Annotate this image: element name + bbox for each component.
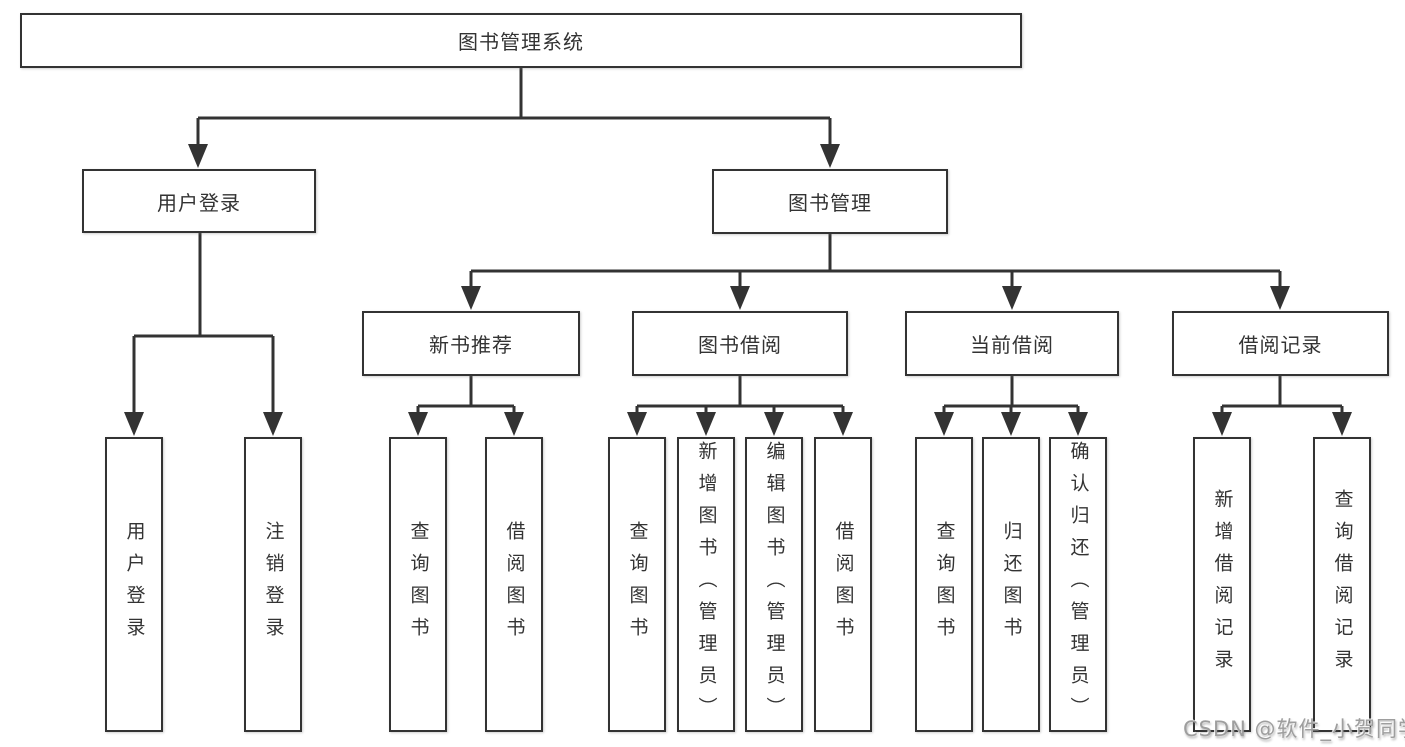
csdn-watermark: CSDN @软件_小贺同学 xyxy=(1183,717,1405,741)
node-label: 新书推荐 xyxy=(429,333,513,357)
node-current-borrowing: 当前借阅 xyxy=(905,311,1119,376)
node-leaf-query-borrow-record: 查询借阅记录 xyxy=(1313,437,1371,732)
connector-book-borrowing-to-leaves xyxy=(627,376,853,436)
arrowhead-icon xyxy=(1270,286,1290,310)
arrowhead-icon xyxy=(833,412,853,436)
arrowhead-icon xyxy=(504,412,524,436)
arrowhead-icon xyxy=(934,412,954,436)
connector-user-login-to-leaves xyxy=(124,233,283,436)
node-label: 确认归还（管理员） xyxy=(1067,440,1090,729)
node-leaf-confirm-return-admin: 确认归还（管理员） xyxy=(1049,437,1107,732)
node-user-login: 用户登录 xyxy=(82,169,316,233)
node-label: 借阅图书 xyxy=(832,520,855,649)
node-book-borrowing: 图书借阅 xyxy=(632,311,848,376)
node-label: 注销登录 xyxy=(262,520,285,649)
node-label: 查询图书 xyxy=(933,520,956,649)
node-label: 图书管理系统 xyxy=(458,30,584,54)
arrowhead-icon xyxy=(1002,286,1022,310)
node-label: 借阅记录 xyxy=(1238,333,1323,357)
arrowhead-icon xyxy=(1332,412,1352,436)
arrowhead-icon xyxy=(627,412,647,436)
node-label: 图书管理 xyxy=(788,191,872,215)
arrowhead-icon xyxy=(1068,412,1088,436)
node-leaf-add-borrow-record: 新增借阅记录 xyxy=(1193,437,1251,732)
node-borrowing-records: 借阅记录 xyxy=(1172,311,1389,376)
node-leaf-logout: 注销登录 xyxy=(244,437,302,732)
node-label: 用户登录 xyxy=(157,190,241,215)
node-leaf-borrow-books: 借阅图书 xyxy=(814,437,872,732)
node-leaf-query-books-recommend: 查询图书 xyxy=(389,437,447,732)
arrowhead-icon xyxy=(764,412,784,436)
node-label: 新增借阅记录 xyxy=(1211,488,1234,681)
connector-current-borrowing-to-leaves xyxy=(934,376,1088,436)
arrowhead-icon xyxy=(188,144,208,168)
arrowhead-icon xyxy=(263,412,283,436)
connector-root-to-level2 xyxy=(188,68,840,168)
node-label: 图书借阅 xyxy=(698,333,782,357)
node-leaf-add-books-admin: 新增图书（管理员） xyxy=(677,437,735,732)
node-label: 编辑图书（管理员） xyxy=(763,440,786,729)
node-leaf-query-books-current: 查询图书 xyxy=(915,437,973,732)
connector-borrowing-records-to-leaves xyxy=(1212,376,1352,436)
node-book-management: 图书管理 xyxy=(712,169,948,234)
node-leaf-return-books: 归还图书 xyxy=(982,437,1040,732)
node-label: 查询图书 xyxy=(626,520,649,649)
arrowhead-icon xyxy=(461,286,481,310)
connector-book-management-to-level3 xyxy=(461,234,1290,310)
node-leaf-edit-books-admin: 编辑图书（管理员） xyxy=(745,437,803,732)
node-library-management-system: 图书管理系统 xyxy=(20,13,1022,68)
arrowhead-icon xyxy=(1001,412,1021,436)
connector-new-book-recommend-to-leaves xyxy=(408,376,524,436)
node-leaf-borrow-books-recommend: 借阅图书 xyxy=(485,437,543,732)
arrowhead-icon xyxy=(730,286,750,310)
node-label: 归还图书 xyxy=(1000,520,1023,649)
node-leaf-user-login: 用户登录 xyxy=(105,437,163,732)
node-label: 新增图书（管理员） xyxy=(695,440,718,729)
arrowhead-icon xyxy=(1212,412,1232,436)
arrowhead-icon xyxy=(696,412,716,436)
node-label: 查询借阅记录 xyxy=(1331,488,1354,681)
node-label: 当前借阅 xyxy=(970,333,1054,357)
node-label: 查询图书 xyxy=(407,520,430,649)
arrowhead-icon xyxy=(124,412,144,436)
node-new-book-recommend: 新书推荐 xyxy=(362,311,580,376)
node-label: 借阅图书 xyxy=(503,520,526,649)
arrowhead-icon xyxy=(408,412,428,436)
node-leaf-query-books-borrowing: 查询图书 xyxy=(608,437,666,732)
arrowhead-icon xyxy=(820,144,840,168)
node-label: 用户登录 xyxy=(123,520,146,649)
